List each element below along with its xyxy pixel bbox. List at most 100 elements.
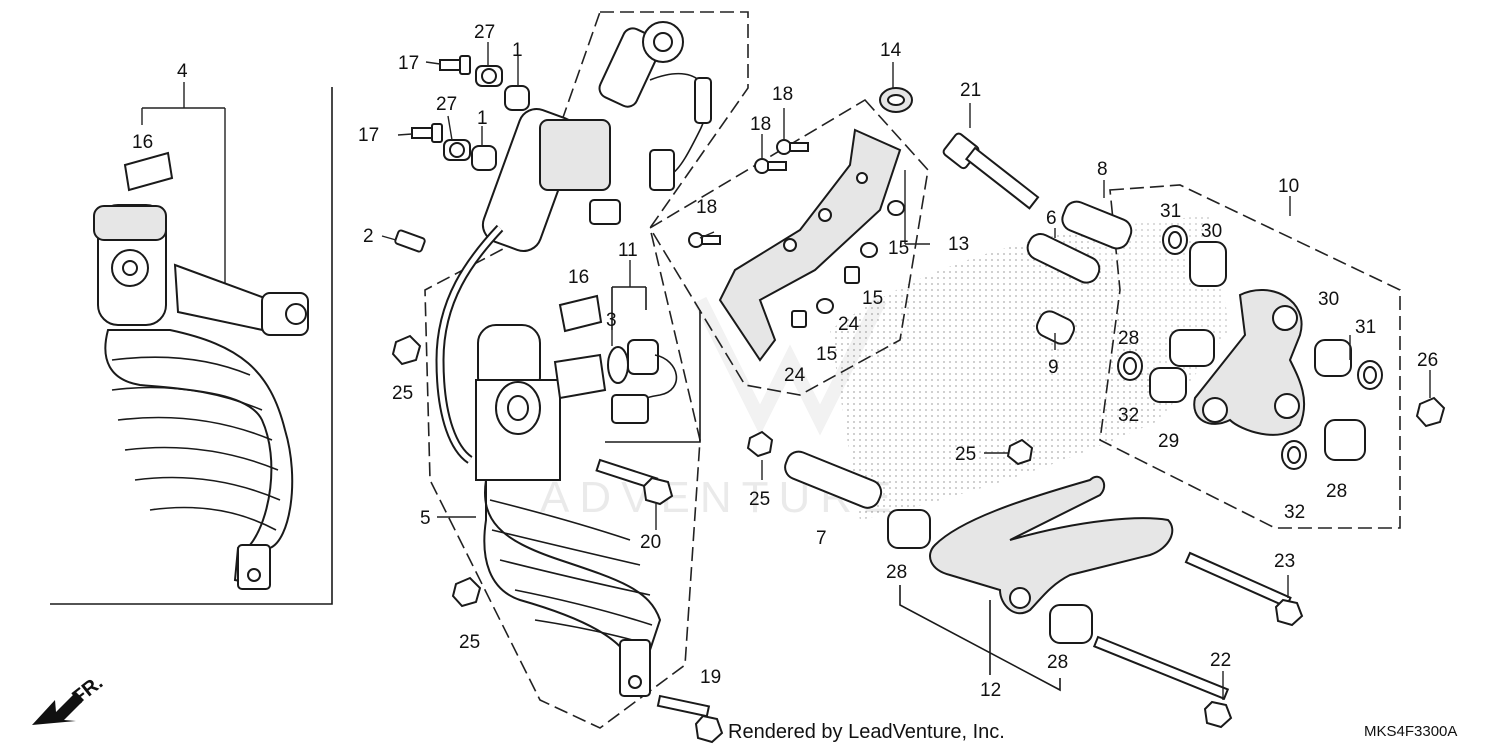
callout-15: 15 xyxy=(816,344,837,365)
callout-18: 18 xyxy=(750,114,771,135)
callout-25: 25 xyxy=(955,444,976,465)
callout-23: 23 xyxy=(1274,551,1295,572)
group-4-frame xyxy=(50,87,333,605)
seal-32b xyxy=(1281,440,1307,470)
nut-25c xyxy=(746,430,774,458)
group-10-outline xyxy=(1099,184,1401,529)
bracket-13 xyxy=(718,128,902,362)
collar-27b xyxy=(443,139,471,161)
pipe-6 xyxy=(1026,233,1101,284)
clip-2 xyxy=(394,229,426,253)
seal-31a xyxy=(1162,225,1188,255)
callout-29: 29 xyxy=(1158,431,1179,452)
screw-18a xyxy=(776,139,809,155)
grommet-14 xyxy=(879,87,913,113)
washer-15c xyxy=(816,298,834,314)
footer-credit: Rendered by LeadVenture, Inc. xyxy=(728,721,1005,743)
callout-15: 15 xyxy=(888,238,909,259)
washer-15b xyxy=(860,242,878,258)
callout-3: 3 xyxy=(606,310,617,331)
arm-12 xyxy=(929,475,1174,615)
clip-24b xyxy=(791,310,807,328)
callout-25: 25 xyxy=(749,489,770,510)
callout-24: 24 xyxy=(838,314,860,335)
clip-24a xyxy=(844,266,860,284)
callout-14: 14 xyxy=(880,40,902,61)
callout-28: 28 xyxy=(1118,328,1139,349)
callout-26: 26 xyxy=(1417,350,1438,371)
bearing-29 xyxy=(1149,367,1187,403)
callout-5: 5 xyxy=(420,508,431,529)
bolt-21 xyxy=(942,132,1040,210)
bearing-30a xyxy=(1189,241,1227,287)
callout-7: 7 xyxy=(816,528,827,549)
front-arrow-icon xyxy=(32,692,84,725)
callout-4: 4 xyxy=(177,61,188,82)
callout-27: 27 xyxy=(474,22,495,43)
shock-assembly-4 xyxy=(50,82,333,605)
bearing-28c xyxy=(1324,419,1366,461)
bolt-23 xyxy=(1184,551,1304,627)
group-13-outline xyxy=(648,98,929,396)
bolt-19 xyxy=(656,694,724,744)
callout-25: 25 xyxy=(392,383,413,404)
screw-18b xyxy=(754,158,787,174)
callout-28: 28 xyxy=(1326,481,1347,502)
diagram-code: MKS4F3300A xyxy=(1364,723,1457,740)
callout-17: 17 xyxy=(398,53,419,74)
bolt-17a xyxy=(439,55,471,75)
callout-30: 30 xyxy=(1201,221,1222,242)
callout-28: 28 xyxy=(886,562,907,583)
callout-18: 18 xyxy=(696,197,717,218)
washer-15a xyxy=(887,200,905,216)
nut-25b xyxy=(451,576,482,608)
callout-labels: 1 1 2 3 4 5 6 7 8 9 10 11 12 13 14 15 15… xyxy=(132,22,1438,701)
callout-19: 19 xyxy=(700,667,721,688)
bearing-28a xyxy=(887,509,931,549)
callout-32: 32 xyxy=(1284,502,1305,523)
callout-6: 6 xyxy=(1046,208,1057,229)
bolt-20 xyxy=(595,458,674,506)
callout-9: 9 xyxy=(1048,357,1059,378)
screw-18c xyxy=(688,232,721,248)
callout-11: 11 xyxy=(618,240,638,261)
callout-31: 31 xyxy=(1160,201,1181,222)
seal-31b xyxy=(1357,360,1383,390)
callout-12: 12 xyxy=(980,680,1001,701)
hydraulic-hose-inner xyxy=(437,226,502,463)
callout-13: 13 xyxy=(948,234,969,255)
bearing-30b xyxy=(1314,339,1352,377)
pipe-7 xyxy=(784,450,883,509)
callout-15: 15 xyxy=(862,288,883,309)
callout-28: 28 xyxy=(1047,652,1068,673)
front-direction-indicator: FR. xyxy=(32,672,107,725)
bushing-1b xyxy=(471,145,497,171)
callout-1: 1 xyxy=(477,108,488,129)
shock-absorber-middle xyxy=(475,324,662,697)
callout-1: 1 xyxy=(512,40,523,61)
callout-22: 22 xyxy=(1210,650,1231,671)
bolt-17b xyxy=(411,123,443,143)
nut-25a xyxy=(391,334,422,366)
collar-27a xyxy=(475,65,503,87)
leaders xyxy=(381,42,1431,700)
group-11-frame xyxy=(605,286,701,443)
pipe-8 xyxy=(1061,200,1133,250)
bearing-28b xyxy=(1169,329,1215,367)
callout-32: 32 xyxy=(1118,405,1139,426)
bushing-1a xyxy=(504,85,530,111)
watermark-logo xyxy=(693,296,887,436)
callout-8: 8 xyxy=(1097,159,1108,180)
shock-absorber-left xyxy=(93,204,309,590)
bearing-28d xyxy=(1049,604,1093,644)
callout-31: 31 xyxy=(1355,317,1376,338)
label-sticker-16a xyxy=(123,151,174,192)
callout-25: 25 xyxy=(459,632,480,653)
seal-32a xyxy=(1117,351,1143,381)
dotted-background-shading xyxy=(830,230,1160,520)
label-sticker-16b xyxy=(558,294,603,333)
nut-26 xyxy=(1415,396,1446,428)
callout-21: 21 xyxy=(960,80,981,101)
leader-4 xyxy=(141,82,226,290)
